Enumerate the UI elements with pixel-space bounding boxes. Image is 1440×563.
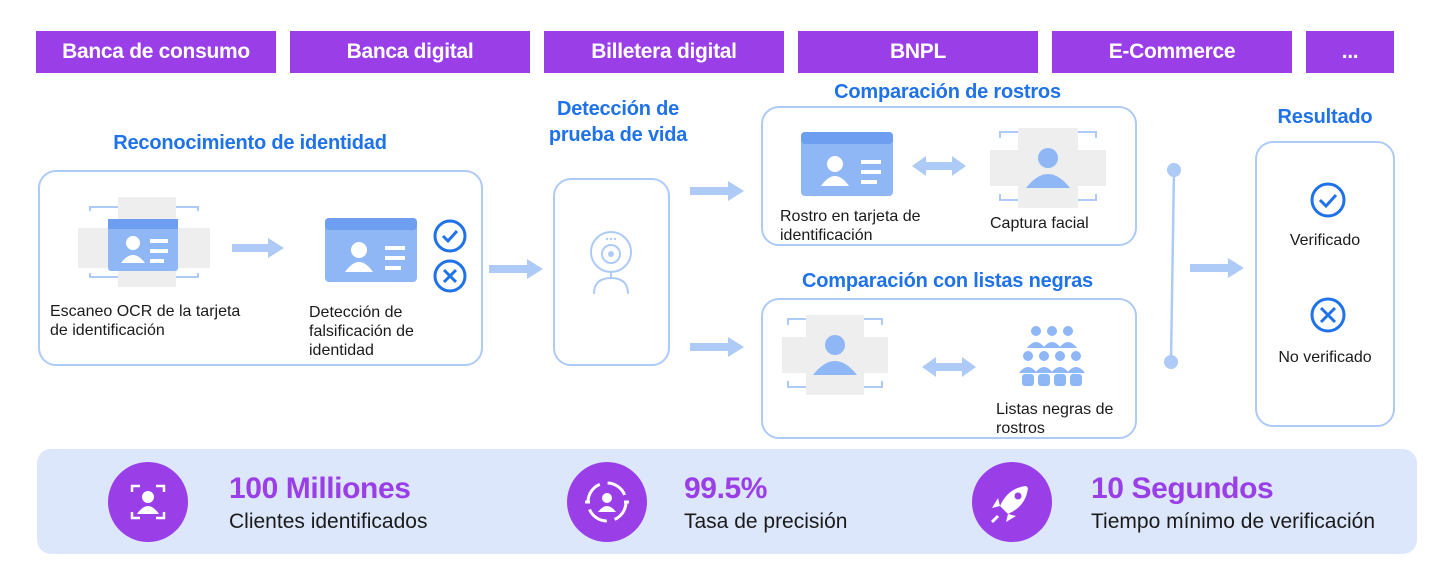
arrow-right-icon: [489, 259, 543, 279]
stats-panel: [37, 449, 1417, 554]
blacklist-label: Listas negras de rostros: [996, 401, 1114, 437]
liveness-heading: Detección de prueba de vida: [548, 98, 688, 146]
arrow-right-icon: [690, 181, 744, 201]
stat-value-time: 10 Segundos: [1091, 472, 1274, 505]
capture-label: Captura facial: [990, 215, 1089, 232]
ocr-label: Escaneo OCR de la tarjeta de identificac…: [50, 303, 241, 339]
check-circle-icon: [1310, 182, 1346, 218]
face-scan-icon: [108, 462, 188, 542]
stat-label-accuracy: Tasa de precisión: [684, 510, 848, 533]
result-box: [1255, 141, 1395, 427]
webcam-icon: [590, 231, 632, 295]
connector-line: [1164, 163, 1181, 369]
tab-more: ...: [1306, 31, 1394, 73]
arrow-right-icon: [232, 238, 284, 258]
check-circle-icon: [433, 219, 467, 253]
rocket-icon: [972, 462, 1052, 542]
stat-value-customers: 100 Milliones: [229, 472, 411, 505]
stat-value-accuracy: 99.5%: [684, 472, 768, 505]
double-arrow-icon: [912, 156, 966, 176]
tab-billetera-digital: Billetera digital: [544, 31, 784, 73]
tab-banca-consumo: Banca de consumo: [36, 31, 276, 73]
stat-label-time: Tiempo mínimo de verificación: [1091, 510, 1375, 533]
arrow-right-icon: [690, 337, 744, 357]
cross-circle-icon: [433, 259, 467, 293]
blacklist-heading: Comparación con listas negras: [802, 270, 1093, 292]
id-face-label: Rostro en tarjeta de identificación: [780, 208, 921, 244]
target-user-icon: [567, 462, 647, 542]
stat-label-customers: Clientes identificados: [229, 510, 428, 533]
tab-ecommerce: E-Commerce: [1052, 31, 1292, 73]
identity-heading: Reconocimiento de identidad: [113, 132, 387, 154]
id-card-scan-icon: [78, 197, 210, 287]
result-heading: Resultado: [1277, 106, 1373, 128]
group-faces-icon: [1019, 326, 1085, 386]
id-card-icon: [801, 132, 893, 196]
face-capture-icon: [990, 128, 1106, 208]
forgery-label: Detección de falsificación de identidad: [309, 304, 414, 359]
not-verified-label: No verificado: [1278, 349, 1372, 366]
face-compare-heading: Comparación de rostros: [834, 81, 1061, 103]
double-arrow-icon: [922, 357, 976, 377]
cross-circle-icon: [1310, 297, 1346, 333]
arrow-right-icon: [1190, 258, 1244, 278]
id-card-icon: [325, 218, 417, 282]
tab-bnpl: BNPL: [798, 31, 1038, 73]
face-scan-icon: [782, 315, 888, 395]
verified-label: Verificado: [1289, 232, 1361, 249]
tab-banca-digital: Banca digital: [290, 31, 530, 73]
